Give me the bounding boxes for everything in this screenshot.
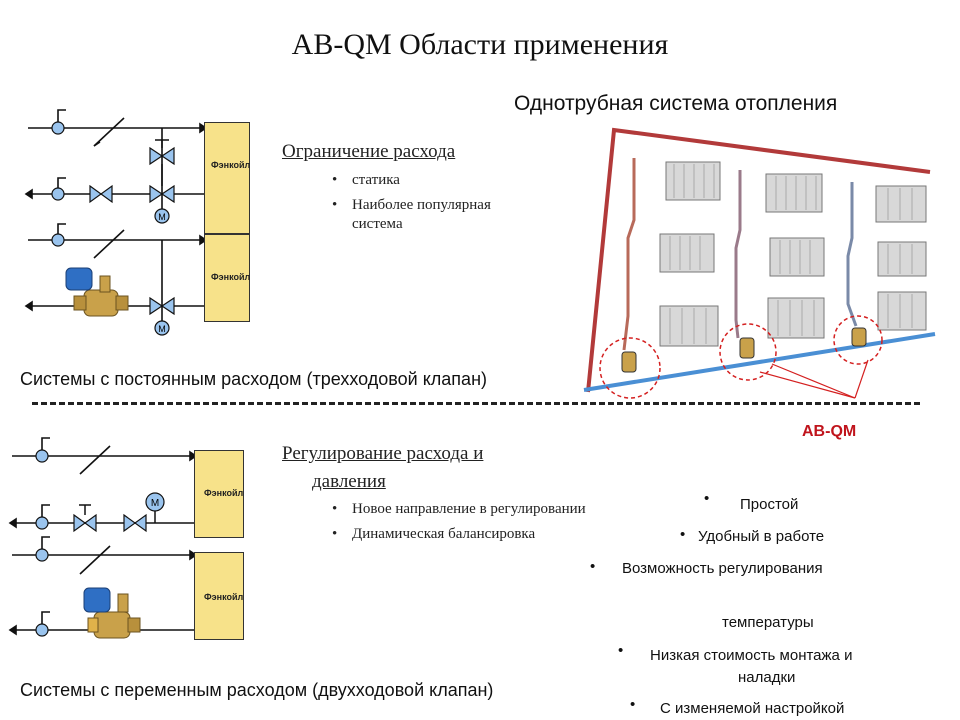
section2-caption: Системы с переменным расходом (двухходов… — [20, 680, 494, 700]
abqm-label: AB-QM — [802, 423, 857, 440]
feature-item: температуры — [722, 614, 814, 631]
bullet-dot: • — [618, 642, 624, 659]
section1-bullet: статика — [326, 171, 536, 190]
section1-bullet: Наиболее популярная система — [326, 196, 536, 234]
section2-bullet: Динамическая балансировка — [326, 525, 594, 544]
section-divider — [32, 402, 920, 405]
section2-heading-line1: Регулирование расхода и — [282, 443, 484, 464]
fancoil-box-3 — [194, 450, 244, 538]
feature-item: Простой — [740, 496, 799, 513]
bullet-dot: • — [590, 558, 596, 575]
three-way-valve-icon — [149, 146, 175, 166]
fancoil-label-4: Фэнкойл — [204, 592, 244, 602]
motor-label-2: M — [158, 324, 166, 334]
section2-bullet: Новое направление в регулировании — [326, 500, 594, 519]
valve-icon — [89, 184, 113, 204]
feature-item: Низкая стоимость монтажа и — [650, 647, 853, 664]
fancoil-box-2 — [204, 234, 250, 322]
section1-caption: Системы с постоянным расходом (трехходов… — [20, 369, 487, 389]
arrow-left-icon — [24, 188, 33, 200]
one-pipe-title: Однотрубная система отопления — [514, 92, 838, 115]
abqm-valve-picture-1 — [65, 267, 129, 317]
abqm-valve-icon — [621, 351, 637, 373]
fancoil-box-4 — [194, 552, 244, 640]
fancoil-box-1 — [204, 122, 250, 234]
section2-heading-line2: давления — [312, 471, 386, 492]
bullet-dot: • — [704, 490, 710, 507]
feature-item: С изменяемой настройкой — [660, 700, 845, 717]
bullet-dot: • — [680, 526, 686, 543]
motor-label-3: M — [151, 498, 159, 509]
schematics-svg: M M M — [8, 109, 208, 639]
page-title: AB-QM Области применения — [291, 28, 669, 61]
fancoil-label-1: Фэнкойл — [211, 160, 251, 170]
radiator-icon — [665, 161, 721, 201]
feature-item: Возможность регулирования — [622, 560, 823, 577]
feature-item: наладки — [738, 669, 796, 686]
fancoil-label-2: Фэнкойл — [211, 272, 251, 282]
section2-bullets: Новое направление в регулировании Динами… — [326, 500, 594, 550]
section1-heading: Ограничение расхода — [282, 141, 456, 162]
arrow-right-icon — [199, 122, 208, 134]
one-pipe-diagram — [583, 127, 936, 399]
section1-bullets: статика Наиболее популярная система — [326, 171, 536, 240]
bullet-dot: • — [630, 696, 636, 713]
fancoil-label-3: Фэнкойл — [204, 488, 244, 498]
abqm-valve-picture-2 — [83, 587, 141, 639]
sensor-icon — [51, 121, 65, 135]
highlight-circle — [599, 337, 661, 399]
motor-label-1: M — [158, 212, 166, 222]
feature-item: Удобный в работе — [698, 528, 825, 545]
